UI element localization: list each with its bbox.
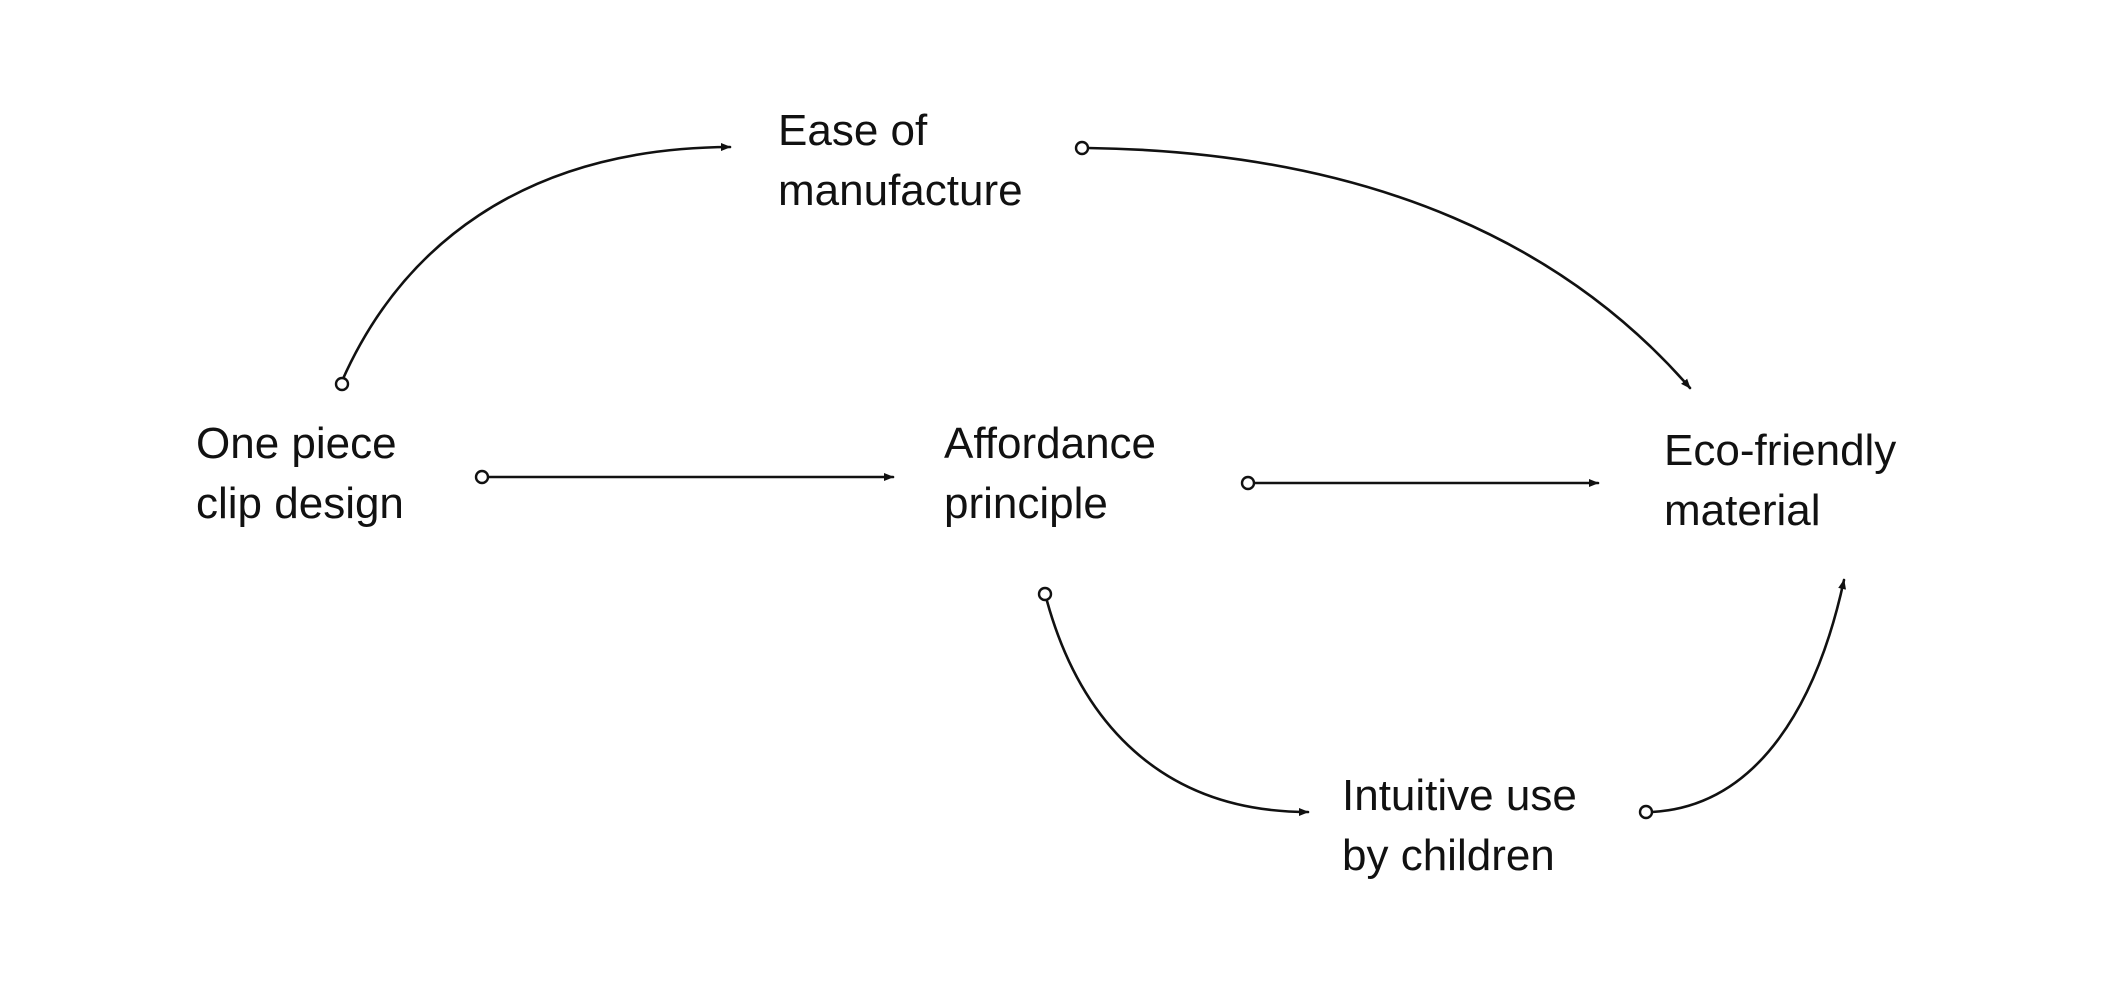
node-label-line: Intuitive use <box>1342 771 1577 820</box>
edge-tail-circle <box>1037 586 1053 602</box>
edge-affordance-principle-to-eco-friendly-material <box>1240 475 1600 491</box>
edge-one-piece-clip-design-to-ease-of-manufacture <box>334 143 732 392</box>
node-label-line: Affordance <box>944 419 1156 468</box>
node-ease-of-manufacture: Ease of manufacture <box>778 106 1023 215</box>
edge-tail-circle <box>1638 804 1654 820</box>
edge-arrow <box>340 143 732 383</box>
edge-arrow <box>1086 146 1692 390</box>
edge-arrow <box>1045 599 1310 816</box>
edge-one-piece-clip-design-to-affordance-principle <box>474 469 895 485</box>
node-intuitive-use-by-children: Intuitive use by children <box>1342 771 1577 880</box>
edges-layer <box>334 140 1847 820</box>
node-label-line: material <box>1664 486 1821 535</box>
edge-tail-circle <box>1074 140 1090 156</box>
node-one-piece-clip-design: One piece clip design <box>196 419 404 528</box>
node-label-line: manufacture <box>778 166 1023 215</box>
edge-tail-circle <box>334 376 350 392</box>
node-affordance-principle: Affordance principle <box>944 419 1156 528</box>
node-label-line: clip design <box>196 479 404 528</box>
edge-ease-of-manufacture-to-eco-friendly-material <box>1074 140 1692 390</box>
edge-tail-circle <box>474 469 490 485</box>
edge-arrow <box>1650 578 1847 814</box>
edge-tail-circle <box>1240 475 1256 491</box>
edge-intuitive-use-by-children-to-eco-friendly-material <box>1638 578 1847 820</box>
node-label-line: by children <box>1342 831 1555 880</box>
node-label-line: Eco-friendly <box>1664 426 1896 475</box>
nodes-layer: One piece clip design Ease of manufactureAf… <box>196 106 1896 880</box>
node-label-line: principle <box>944 479 1108 528</box>
node-eco-friendly-material: Eco-friendly material <box>1664 426 1896 535</box>
edge-affordance-principle-to-intuitive-use-by-children <box>1037 586 1310 816</box>
node-label-line: One piece <box>196 419 397 468</box>
node-label-line: Ease of <box>778 106 928 155</box>
